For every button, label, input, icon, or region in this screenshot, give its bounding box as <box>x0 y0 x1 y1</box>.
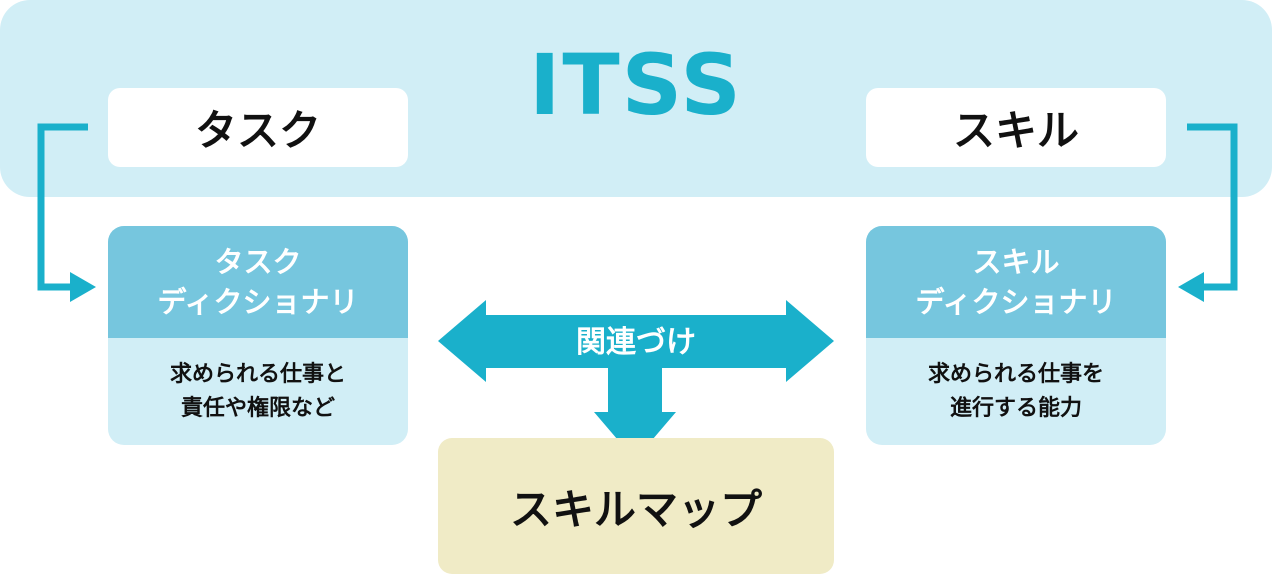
task-box: タスク <box>108 88 408 167</box>
task-dictionary-body: 求められる仕事と 責任や権限など <box>169 361 346 421</box>
down-arrow <box>594 366 676 460</box>
task-dictionary: タスク ディクショナリ 求められる仕事と 責任や権限など <box>108 226 408 445</box>
skill-map-box: スキルマップ <box>438 438 834 574</box>
skill-connector-line <box>1187 123 1238 291</box>
task-dictionary-header: タスク ディクショナリ <box>108 226 408 338</box>
skill-dictionary-header: スキル ディクショナリ <box>866 226 1166 338</box>
itss-title: ITSS <box>529 36 743 134</box>
relation-label: 関連づけ <box>576 325 696 360</box>
relation-double-arrow <box>438 300 834 382</box>
task-connector-arrowhead <box>70 272 96 302</box>
task-connector-line <box>37 123 88 291</box>
skill-dictionary: スキル ディクショナリ 求められる仕事を 進行する能力 <box>866 226 1166 445</box>
skill-connector-arrowhead <box>1178 272 1204 302</box>
skill-dictionary-body: 求められる仕事を 進行する能力 <box>927 361 1104 421</box>
skill-box: スキル <box>866 88 1166 167</box>
